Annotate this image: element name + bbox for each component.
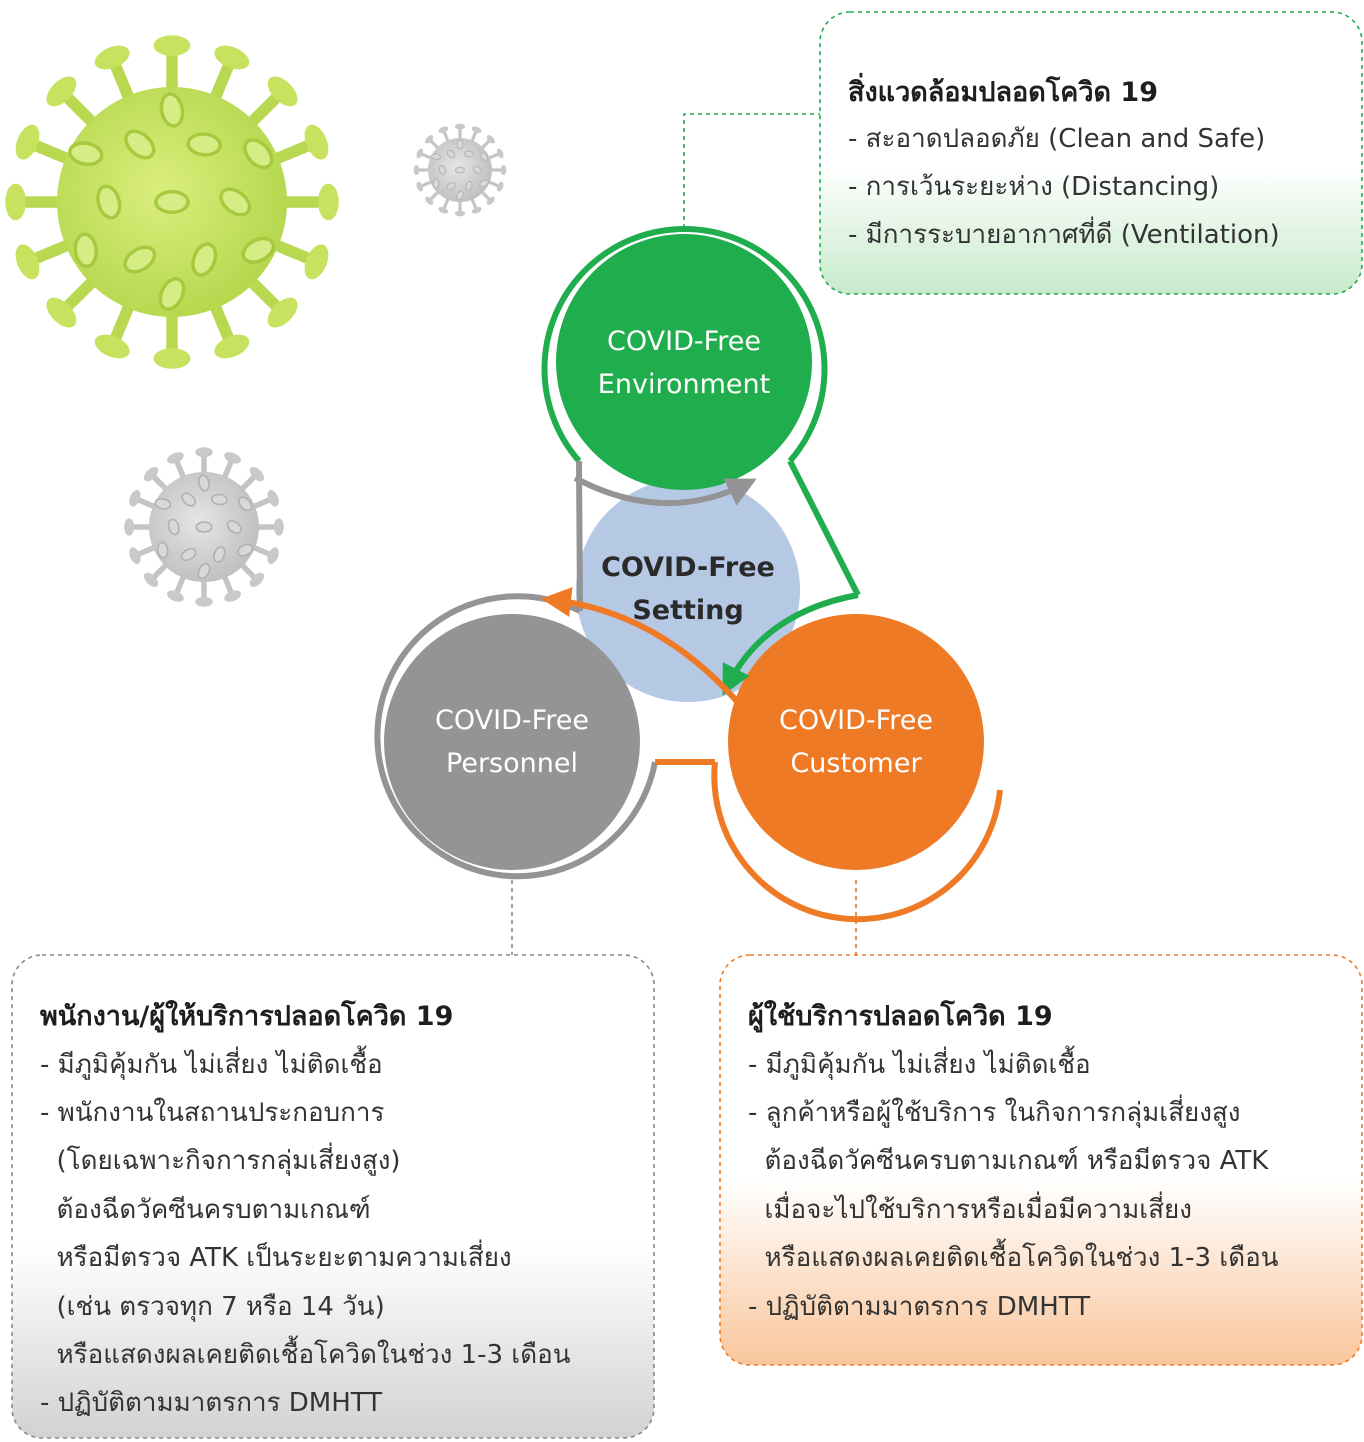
- customer-box-line: ต้องฉีดวัคซีนครบตามเกณฑ์ หรือมีตรวจ ATK: [748, 1146, 1269, 1176]
- customer-box-line: - ลูกค้าหรือผู้ใช้บริการ ในกิจการกลุ่มเส…: [748, 1098, 1241, 1128]
- personnel-box-line: ต้องฉีดวัคซีนครบตามเกณฑ์: [40, 1195, 371, 1225]
- personnel-label-line2: Personnel: [446, 748, 578, 779]
- personnel-ring: [374, 593, 658, 880]
- customer-box-title: ผู้ใช้บริการปลอดโควิด 19: [748, 1001, 1053, 1032]
- customer-box-line: - ปฏิบัติตามมาตรการ DMHTT: [748, 1292, 1091, 1322]
- environment-label-line1: COVID-Free: [607, 326, 761, 357]
- environment-box-line: - สะอาดปลอดภัย (Clean and Safe): [848, 124, 1266, 154]
- customer-circle: [728, 614, 984, 870]
- setting-label-line1: COVID-Free: [601, 552, 775, 583]
- personnel-label-line1: COVID-Free: [435, 705, 589, 736]
- environment-label: COVID-Free Environment: [554, 320, 814, 406]
- virus-lime-large-icon: [5, 35, 339, 369]
- personnel-box-line: หรือแสดงผลเคยติดเชื้อโควิดในช่วง 1-3 เดื…: [40, 1340, 571, 1370]
- setting-label: COVID-Free Setting: [558, 546, 818, 632]
- personnel-box-line: หรือมีตรวจ ATK เป็นระยะตามความเสี่ยง: [40, 1243, 512, 1273]
- personnel-circle: [384, 614, 640, 870]
- personnel-box-title: พนักงาน/ผู้ให้บริการปลอดโควิด 19: [40, 1001, 454, 1032]
- gray-arrow: [573, 475, 757, 506]
- personnel-box: [11, 954, 655, 1439]
- customer-ring: [711, 761, 1003, 923]
- environment-box: [819, 11, 1363, 295]
- personnel-label: COVID-Free Personnel: [382, 699, 642, 785]
- personnel-box-line: - พนักงานในสถานประกอบการ: [40, 1098, 385, 1128]
- personnel-box-line: (เช่น ตรวจทุก 7 หรือ 14 วัน): [40, 1292, 385, 1322]
- personnel-box-line: - ปฏิบัติตามมาตรการ DMHTT: [40, 1388, 383, 1418]
- setting-label-line2: Setting: [632, 595, 744, 626]
- environment-ring: [541, 226, 828, 463]
- orange-arrow: [541, 587, 745, 709]
- virus-gray-medium-icon: [124, 447, 284, 607]
- customer-label-line2: Customer: [790, 748, 922, 779]
- personnel-box-line: - มีภูมิคุ้มกัน ไม่เสี่ยง ไม่ติดเชื้อ: [40, 1050, 383, 1080]
- environment-label-line2: Environment: [597, 369, 771, 400]
- customer-box-line: เมื่อจะไปใช้บริการหรือเมื่อมีความเสี่ยง: [748, 1195, 1192, 1225]
- environment-connector: [683, 113, 820, 228]
- green-cycle-line: [787, 459, 861, 597]
- environment-box-line: - การเว้นระยะห่าง (Distancing): [848, 172, 1220, 202]
- personnel-box-line: (โดยเฉพาะกิจการกลุ่มเสี่ยงสูง): [40, 1146, 401, 1176]
- customer-label-line1: COVID-Free: [779, 705, 933, 736]
- customer-box-line: หรือแสดงผลเคยติดเชื้อโควิดในช่วง 1-3 เดื…: [748, 1243, 1279, 1273]
- customer-label: COVID-Free Customer: [726, 699, 986, 785]
- environment-box-line: - มีการระบายอากาศที่ดี (Ventilation): [848, 220, 1280, 250]
- environment-box-title: สิ่งแวดล้อมปลอดโควิด 19: [848, 77, 1158, 108]
- customer-box-line: - มีภูมิคุ้มกัน ไม่เสี่ยง ไม่ติดเชื้อ: [748, 1050, 1091, 1080]
- green-arrow: [722, 592, 859, 696]
- environment-circle: [556, 234, 812, 490]
- virus-gray-small-icon: [413, 123, 507, 217]
- gray-cycle-line: [576, 460, 583, 612]
- setting-circle: [576, 478, 800, 702]
- customer-box: [719, 954, 1363, 1366]
